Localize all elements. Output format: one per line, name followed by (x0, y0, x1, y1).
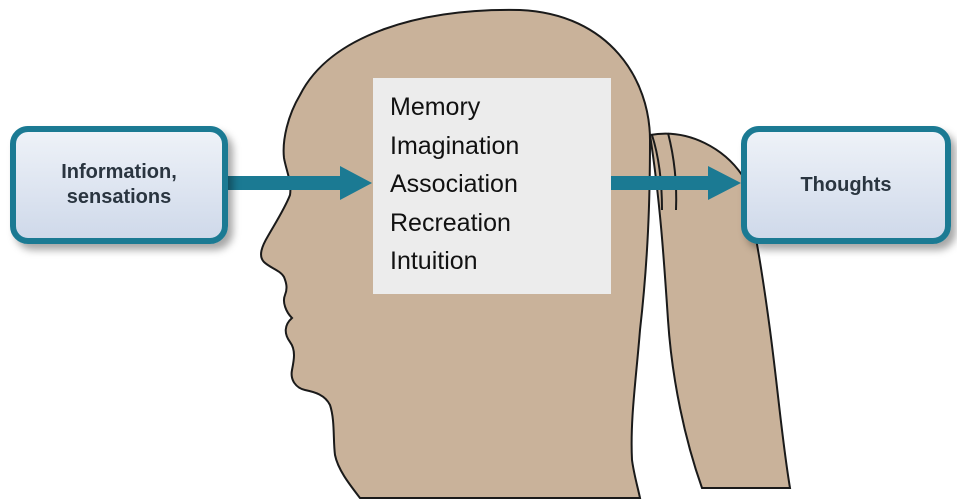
process-item-association: Association (390, 165, 611, 204)
process-item-imagination: Imagination (390, 127, 611, 166)
process-item-intuition: Intuition (390, 242, 611, 281)
input-box: Information, sensations (10, 126, 228, 244)
input-label-line-2: sensations (61, 185, 177, 210)
process-item-memory: Memory (390, 88, 611, 127)
mind-process-box: Memory Imagination Association Recreatio… (373, 78, 611, 294)
output-box-label: Thoughts (800, 174, 891, 197)
input-box-label: Information, sensations (61, 160, 177, 210)
input-label-line-1: Information, (61, 160, 177, 185)
process-item-recreation: Recreation (390, 204, 611, 243)
output-box: Thoughts (741, 126, 951, 244)
